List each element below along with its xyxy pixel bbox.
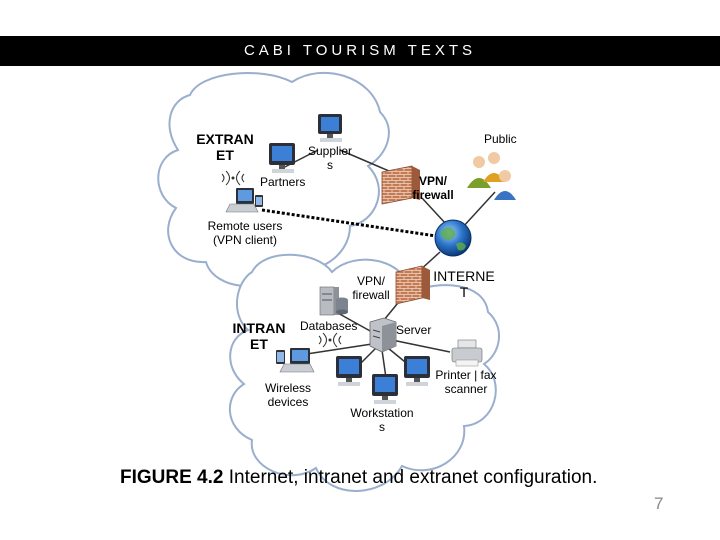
wireless-devices-label: Wireless devices [264, 381, 311, 409]
vpn-firewall-top-label: VPN/ firewall [412, 174, 454, 202]
title-bar: CABI TOURISM TEXTS [0, 36, 720, 66]
line-server-ws2 [381, 349, 387, 379]
supplier-computer-icon [318, 114, 342, 142]
workstations-label: Workstation s [350, 406, 414, 434]
page-title: CABI TOURISM TEXTS [243, 42, 477, 59]
intranet-label: INTRAN ET [232, 320, 286, 352]
partners-label: Partners [260, 175, 306, 189]
extranet-label: EXTRAN ET [196, 131, 254, 163]
line-server-wireless [299, 343, 373, 356]
remote-users-label: Remote users (VPN client) [207, 219, 283, 247]
figure-number: FIGURE 4.2 [120, 467, 224, 488]
public-users-icon [467, 152, 516, 200]
figure-caption-text: Internet, intranet and extranet configur… [228, 467, 598, 488]
partner-computer-icon [269, 143, 295, 173]
line-public-internet [461, 191, 496, 229]
line-firewall-internet [421, 197, 447, 225]
internet-globe-icon [434, 219, 472, 257]
internet-label: INTERNE T [433, 268, 495, 300]
firewall-top-icon [381, 165, 420, 205]
page-number: 7 [654, 494, 664, 513]
printer-fax-icon [451, 339, 483, 367]
figure-caption: FIGURE 4.2 Internet, intranet and extran… [120, 467, 597, 489]
workstation-1-icon [336, 356, 362, 386]
server-label: Server [396, 323, 432, 337]
vpn-firewall-mid-label: VPN/ firewall [352, 274, 390, 302]
workstation-2-icon [372, 374, 398, 404]
remote-laptop-icon [221, 170, 263, 213]
firewall-mid-icon [395, 265, 430, 305]
databases-label: Databases [300, 319, 358, 333]
suppliers-label: Supplier s [307, 144, 353, 172]
wireless-devices-icon [276, 332, 342, 373]
public-label: Public [484, 132, 517, 146]
line-server-printer [391, 339, 451, 353]
vpn-tunnel-line [261, 208, 437, 238]
database-server-icon [319, 286, 348, 316]
line-db-server [335, 311, 373, 333]
central-server-icon [369, 317, 397, 353]
printer-label: Printer | fax scanner [435, 368, 497, 396]
workstation-3-icon [404, 356, 430, 386]
